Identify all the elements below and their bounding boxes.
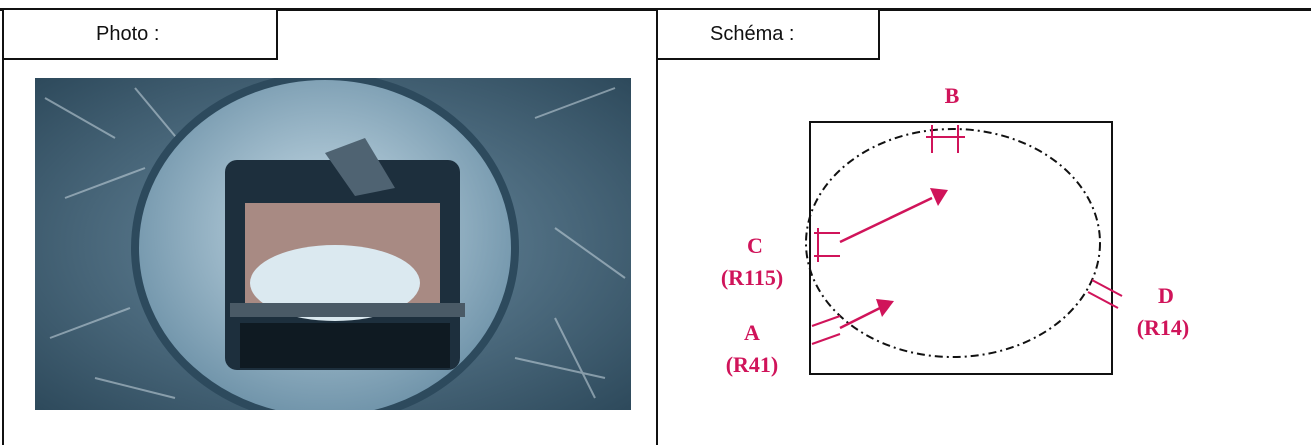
schema-panel-title: Schéma : xyxy=(710,22,795,45)
schema-drawing: B C (R115) A (R41) D xyxy=(721,83,1190,377)
schema-diagram: B C (R115) A (R41) D xyxy=(690,70,1250,400)
label-b: B xyxy=(945,83,960,108)
photo-panel-header: Photo : xyxy=(2,10,278,60)
label-a-ref: (R41) xyxy=(726,352,779,377)
label-c: C xyxy=(747,233,763,258)
pipe-b-marker xyxy=(926,125,965,153)
manhole-photo xyxy=(35,78,631,410)
label-a: A xyxy=(744,320,760,345)
schema-panel-header: Schéma : xyxy=(656,10,880,60)
pipe-a-marker xyxy=(811,315,841,345)
label-c-ref: (R115) xyxy=(721,265,783,290)
label-d-ref: (R14) xyxy=(1137,315,1190,340)
label-d: D xyxy=(1158,283,1174,308)
photo-panel-title: Photo : xyxy=(96,22,160,45)
arrow-c xyxy=(839,188,948,244)
frame-divider xyxy=(656,8,658,445)
frame-top-border xyxy=(0,8,1311,11)
manhole-frame-outline xyxy=(809,121,1113,375)
pipe-c-marker xyxy=(814,228,840,262)
frame-left-border xyxy=(2,8,4,445)
manhole-photo-image xyxy=(35,78,631,410)
manhole-circle-outline xyxy=(805,128,1101,358)
arrow-a xyxy=(839,299,894,330)
pipe-d-marker xyxy=(1087,279,1123,309)
